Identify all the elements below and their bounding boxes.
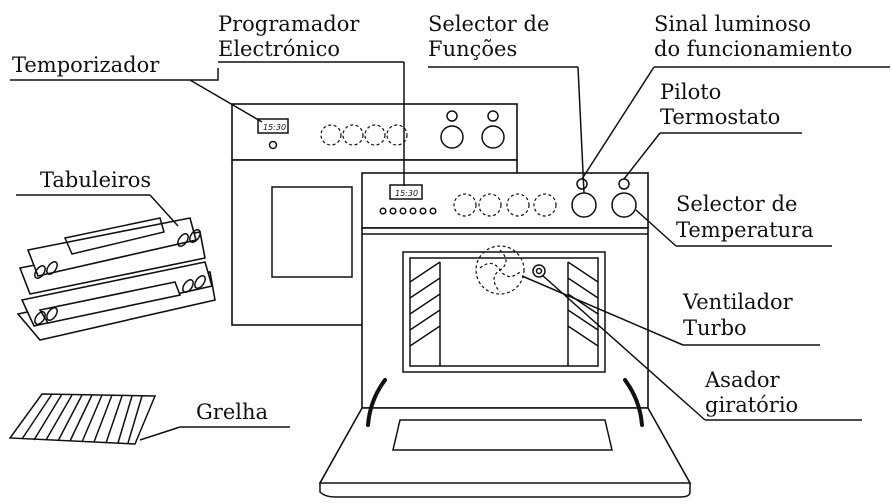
label-piloto-line1: Piloto: [660, 80, 722, 104]
label-asador-line1: Asador: [705, 368, 780, 392]
back-timer-display: [257, 118, 289, 134]
front-timer-display-text: 15:30: [395, 189, 418, 198]
back-timer-display-text: 15:30: [263, 123, 286, 132]
leader-lines: [10, 61, 890, 441]
label-selector-temperatura-line1: Selector de: [676, 192, 798, 216]
label-temporizador: Temporizador: [12, 53, 160, 77]
grill-rack: [8, 393, 157, 445]
baking-trays: [16, 217, 216, 341]
label-tabuleiros: Tabuleiros: [40, 168, 152, 192]
label-piloto-line2: Termostato: [660, 105, 781, 129]
label-ventilador-line1: Ventilador: [683, 290, 793, 314]
turbo-fan: [475, 245, 525, 295]
temperature-selector-knob: [611, 192, 637, 218]
label-selector-funcoes-line2: Funções: [428, 37, 518, 61]
label-sinal-line1: Sinal luminoso: [654, 12, 811, 36]
front-oven: 15:30: [318, 172, 692, 498]
label-selector-temperatura-line2: Temperatura: [676, 218, 814, 242]
rotisserie-socket: [532, 264, 546, 278]
label-grelha: Grelha: [196, 400, 269, 424]
label-asador-line2: giratório: [705, 393, 799, 417]
label-ventilador-line2: Turbo: [683, 316, 747, 340]
label-programador-line1: Programador: [218, 12, 360, 36]
front-timer-display: [389, 184, 423, 200]
label-selector-funcoes-line1: Selector de: [428, 12, 550, 36]
label-sinal-line2: do funcionamiento: [654, 37, 853, 61]
label-programador-line2: Electrónico: [218, 37, 341, 61]
